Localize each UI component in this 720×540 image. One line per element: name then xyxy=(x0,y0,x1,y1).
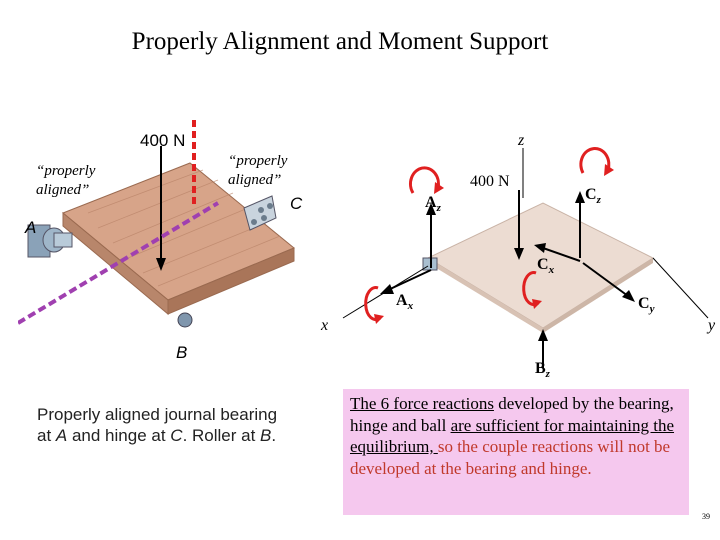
right-force-arrow xyxy=(514,248,524,260)
Cx-label: Cx xyxy=(537,256,555,276)
point-B-label: B xyxy=(176,343,187,362)
Bz-label: Bz xyxy=(535,360,551,380)
point-C-label: C xyxy=(290,194,303,213)
caption-line1: Properly aligned journal bearing xyxy=(37,405,278,424)
Cz-arrow xyxy=(575,191,585,203)
board-edge-right xyxy=(167,247,295,315)
Cy-arrow xyxy=(622,290,635,302)
axis-y-label: y xyxy=(706,317,716,334)
moment-arrow-Ax xyxy=(364,286,381,322)
right-figure: z x y 400 N Az Ax Cz Cx Cy Bz xyxy=(318,118,720,398)
left-figure-caption: Properly aligned journal bearing at A an… xyxy=(37,404,317,446)
bearing-shaft xyxy=(53,232,73,248)
wood-grain xyxy=(87,169,281,287)
moment-arrow-Cz xyxy=(579,147,611,174)
force-arrow-head xyxy=(156,258,166,271)
note-text: The 6 force reactions developed by the b… xyxy=(350,393,688,479)
slide-title: Properly Alignment and Moment Support xyxy=(131,28,549,55)
note-part1: The 6 force reactions xyxy=(350,394,494,413)
roller-support xyxy=(177,312,193,328)
Az-label: Az xyxy=(425,194,442,214)
right-board-edge-right xyxy=(543,258,653,333)
journal-alignment-line xyxy=(18,201,220,325)
Cx-arrow xyxy=(534,243,546,253)
moment-arrow-Az xyxy=(408,166,440,194)
note-part2: developed by the bearing, hinge and ball xyxy=(350,394,674,435)
Ax-label: Ax xyxy=(396,292,414,312)
left-figure-drawing: 400 N A B C “properly aligned” “properly… xyxy=(18,120,303,362)
annotation-left-line1: “properly xyxy=(36,163,96,179)
Ax-arrow xyxy=(380,284,394,294)
Cz-label: Cz xyxy=(585,186,602,206)
annotation-right-line2: aligned” xyxy=(228,172,281,188)
right-board-edge-left xyxy=(428,258,543,333)
annotation-left-line2: aligned” xyxy=(36,182,89,198)
Cy-label: Cy xyxy=(638,295,655,315)
point-A-label: A xyxy=(24,218,36,237)
right-force-label: 400 N xyxy=(470,173,510,190)
right-figure-drawing: z x y 400 N Az Ax Cz Cx Cy Bz xyxy=(320,132,716,380)
y-axis xyxy=(652,257,709,319)
caption-line2: at A and hinge at C. Roller at B. xyxy=(37,426,277,445)
axis-z-label: z xyxy=(517,132,525,149)
Bz-arrow xyxy=(538,329,548,341)
note-part4: so the couple reactions will not be deve… xyxy=(350,437,671,478)
Az-arrow xyxy=(426,203,436,215)
note-part3: are sufficient for maintaining the equil… xyxy=(350,415,675,457)
hinge-plate xyxy=(243,195,277,231)
page-number: 39 xyxy=(702,512,710,521)
left-force-label: 400 N xyxy=(140,131,185,150)
left-figure: 400 N A B C “properly aligned” “properly… xyxy=(18,118,318,453)
annotation-right-line1: “properly xyxy=(228,153,288,169)
note-box xyxy=(343,389,689,515)
axis-x-label: x xyxy=(320,317,328,334)
